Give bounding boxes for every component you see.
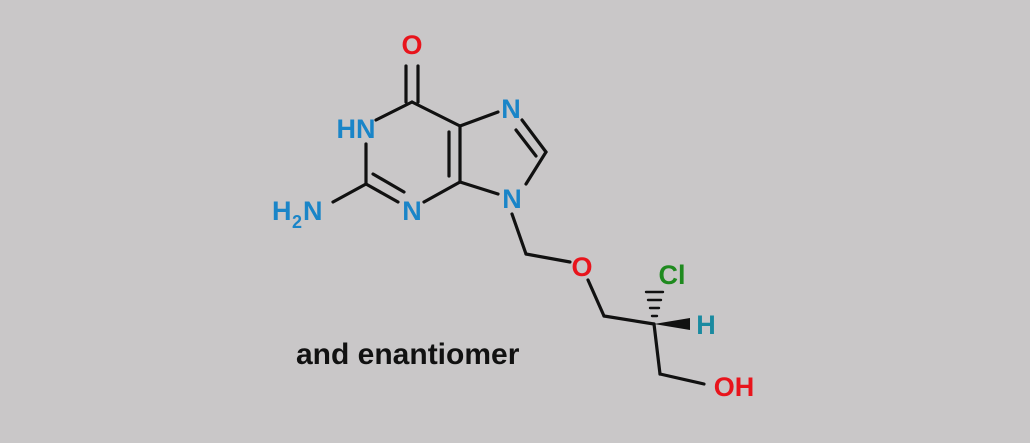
atom-nh2-n: N (303, 196, 323, 226)
atom-o-ether: O (571, 252, 592, 282)
enantiomer-caption: and enantiomer (296, 338, 520, 371)
atom-h-stereo: H (696, 310, 716, 340)
atom-nh2-sub: 2 (292, 212, 302, 232)
bond-n3-c4 (422, 180, 462, 204)
bonds (331, 64, 706, 386)
atom-cl: Cl (659, 260, 686, 290)
bond-c2-n3-2 (371, 172, 406, 194)
bond-ch2-o (524, 252, 572, 264)
atom-o-carbonyl: O (401, 30, 422, 60)
bond-n9-c4 (458, 180, 500, 196)
bond-n7-c8-2 (514, 128, 538, 158)
bond-ch2c-oh (658, 372, 706, 386)
bond-cstar-ch2c (652, 322, 662, 376)
bond-c5-n7 (458, 110, 500, 128)
atom-nh2-h: H (272, 196, 292, 226)
wedge-bond-h (654, 318, 690, 330)
bond-o-ch2b (586, 278, 606, 318)
atom-n3: N (402, 196, 422, 226)
atom-n9: N (502, 184, 522, 214)
bond-c6-n1 (374, 100, 414, 122)
bond-c8-n9 (524, 150, 548, 186)
bond-c6-c5 (410, 100, 462, 128)
atom-nh: HN (337, 114, 376, 144)
atom-n7: N (501, 94, 521, 124)
bond-n7-c8-1 (520, 118, 548, 154)
bond-n9-ch2 (510, 212, 528, 256)
atom-nh2: H 2 N (272, 196, 323, 232)
atom-labels: O HN H 2 N N N N O Cl H OH (272, 30, 754, 402)
bond-c2-n3-1 (364, 182, 400, 204)
hashed-bond-cl (644, 290, 665, 318)
bond-c2-nh2 (331, 182, 368, 204)
atom-oh: OH (714, 372, 755, 402)
bond-ch2b-cstar (602, 314, 656, 326)
